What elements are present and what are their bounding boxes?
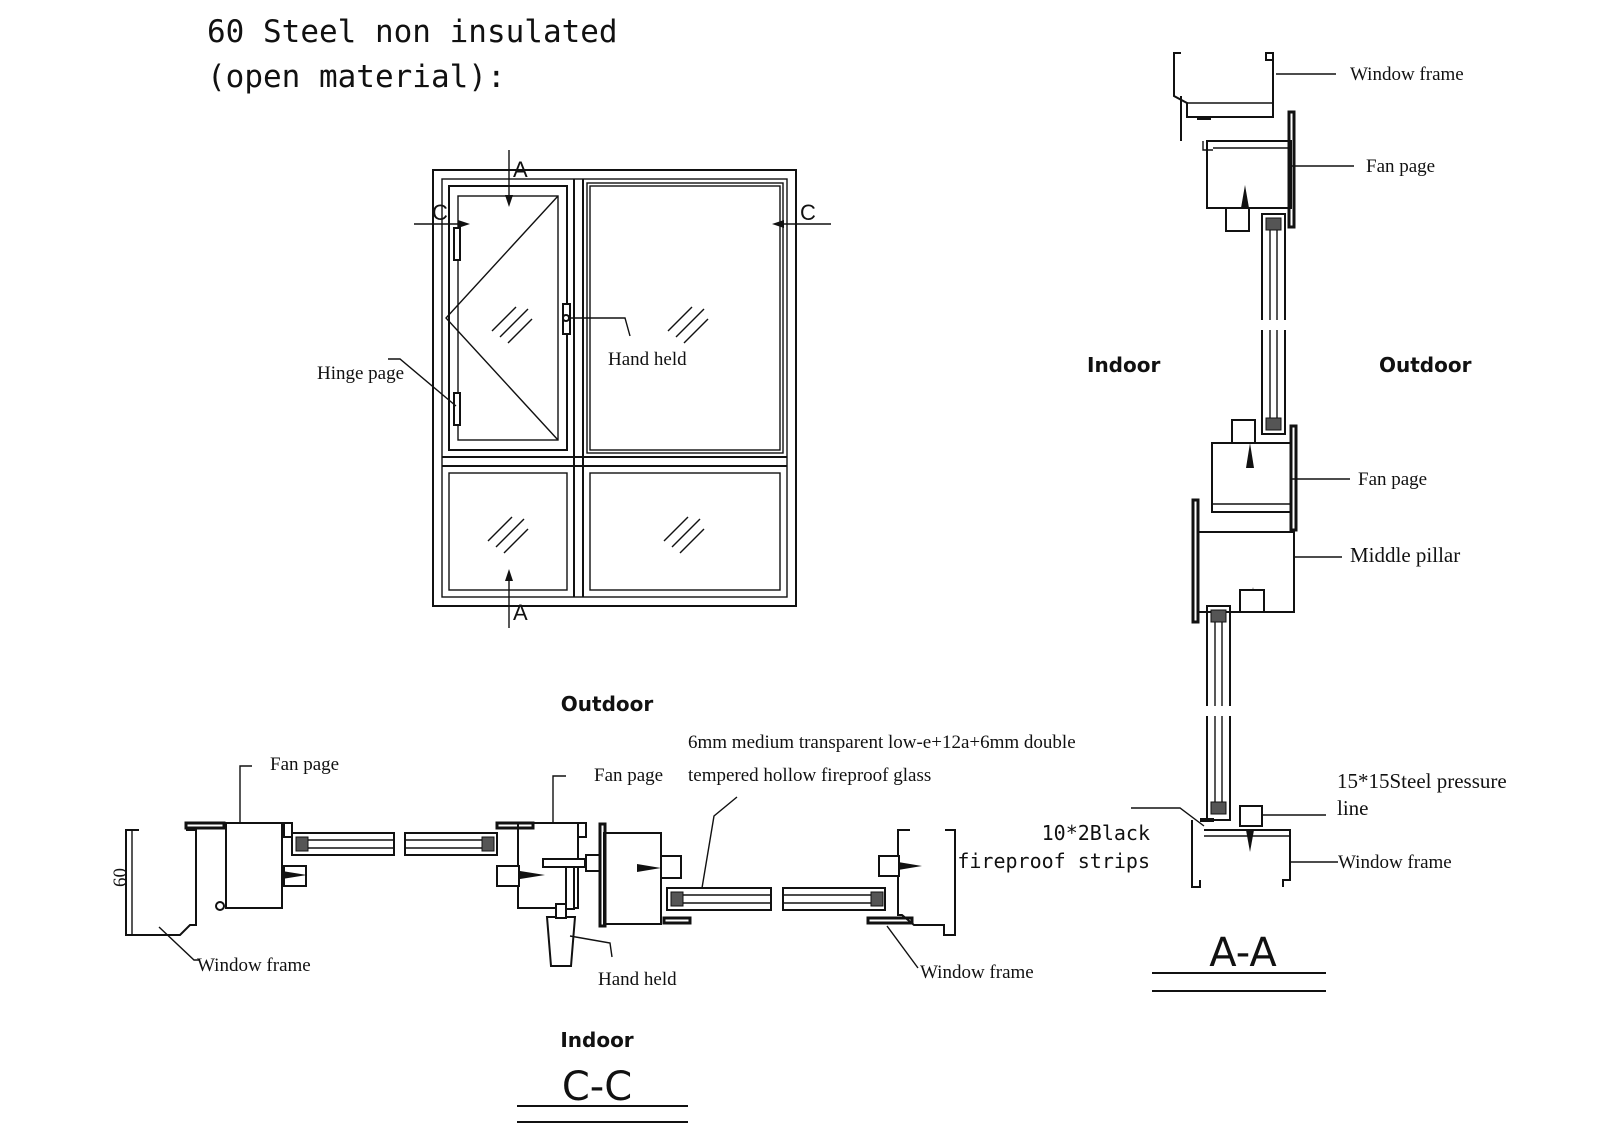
hinge-page-label: Hinge page — [317, 363, 404, 384]
pressure-line-label-1: 15*15Steel pressure — [1337, 769, 1507, 793]
black-strips-label-1: 10*2Black — [1042, 821, 1150, 845]
section-cc: Outdoor Indoor — [110, 692, 1076, 1123]
outer-frame — [432, 169, 797, 607]
window-frame-label-left: Window frame — [197, 955, 311, 976]
fan-page-label-left: Fan page — [270, 754, 339, 775]
section-marker-a-bottom: A — [513, 600, 528, 625]
middle-pillar-label: Middle pillar — [1350, 543, 1460, 567]
section-aa: Indoor Outdoor — [957, 52, 1507, 992]
section-aa-title: A-A — [1209, 930, 1277, 976]
fan-page-label-mid: Fan page — [594, 765, 663, 786]
opening-direction-lines — [445, 195, 559, 441]
fan-page-label-mid: Fan page — [1358, 469, 1427, 490]
top-window-frame-profile — [1173, 52, 1274, 118]
window-frame-label-right: Window frame — [920, 962, 1034, 983]
left-window-frame-profile — [125, 829, 197, 936]
handle-grip-icon — [545, 916, 577, 967]
casement-sash — [448, 185, 568, 451]
mid-pillar-profile-cc — [603, 832, 662, 925]
outer-frame-inner — [441, 178, 788, 598]
title-line-2: (open material): — [207, 59, 506, 95]
dimension-label: 60 — [110, 868, 131, 887]
outdoor-label-cc: Outdoor — [561, 692, 654, 716]
bottom-window-frame-profile — [1204, 829, 1291, 887]
left-fan-page-profile — [225, 822, 283, 909]
window-frame-label-top: Window frame — [1350, 64, 1464, 85]
window-frame-label-bottom: Window frame — [1338, 852, 1452, 873]
indoor-label-aa: Indoor — [1087, 353, 1160, 377]
indoor-label-cc: Indoor — [560, 1028, 633, 1052]
hand-held-label-elevation: Hand held — [608, 349, 687, 370]
glass-spec-label-2: tempered hollow fireproof glass — [688, 765, 931, 786]
title-line-1: 60 Steel non insulated — [207, 14, 618, 50]
glass-spec-label-1: 6mm medium transparent low-e+12a+6mm dou… — [688, 732, 1076, 753]
pressure-line-label-2: line — [1337, 796, 1369, 820]
section-cc-title: C-C — [562, 1064, 632, 1110]
glass-hatch-marks — [487, 306, 709, 554]
outdoor-label-aa: Outdoor — [1379, 353, 1472, 377]
section-marker-c-left: C — [432, 200, 448, 225]
handle-shaft — [542, 858, 586, 868]
hand-held-label-cc: Hand held — [598, 969, 677, 990]
hinge-top — [453, 227, 461, 261]
section-marker-a-top: A — [513, 157, 528, 182]
hinge-bottom — [453, 392, 461, 426]
top-fan-page-profile — [1206, 140, 1292, 209]
black-strips-label-2: fireproof strips — [957, 849, 1150, 873]
section-marker-c-right: C — [800, 200, 816, 225]
fan-page-label-top: Fan page — [1366, 156, 1435, 177]
right-window-frame-profile — [897, 829, 956, 936]
window-elevation: A A C C Hinge page Hand held — [317, 150, 831, 628]
